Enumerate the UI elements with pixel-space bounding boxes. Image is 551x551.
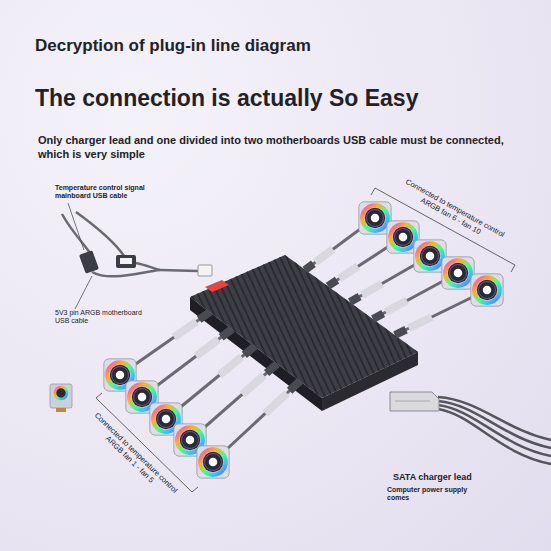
hub-top [190, 255, 418, 398]
plug [267, 364, 277, 373]
power-wire [438, 401, 551, 448]
sata-connector [390, 392, 439, 411]
bracket-tick [371, 188, 375, 195]
plug [316, 249, 334, 262]
plug [219, 357, 241, 375]
plug [199, 312, 210, 320]
cable [92, 270, 160, 276]
plug [196, 339, 219, 356]
cooler-icon [50, 384, 72, 412]
cooler-fan [55, 387, 67, 399]
plug [386, 301, 407, 313]
power-wire [438, 405, 551, 456]
argb-plug-face [120, 258, 132, 264]
cable [160, 270, 198, 271]
brackets [96, 188, 515, 492]
sata-connector-detail [395, 401, 430, 402]
sata-lead [438, 397, 551, 464]
plug [221, 329, 232, 337]
plug [339, 266, 358, 278]
bracket-tick [96, 393, 102, 398]
plug [409, 317, 432, 328]
leader-line [75, 276, 92, 309]
rgb-fan [359, 202, 391, 234]
cable-label: Temperature control signal mainboard USB… [55, 184, 160, 201]
cooler-body [50, 384, 72, 408]
power-wire [438, 409, 551, 464]
power-label: SATA charger lead [393, 472, 472, 483]
fan-header-plug [79, 250, 99, 274]
hub [190, 255, 418, 411]
rgb-fan [414, 240, 446, 272]
intro-note: Only charger lead and one divided into t… [38, 133, 518, 161]
rgb-fan [442, 257, 474, 289]
cable [136, 263, 160, 270]
cable-label: 5V3 pin ARGB motherboard USB cable [55, 309, 150, 326]
rgb-fan [197, 446, 229, 478]
plug [305, 264, 313, 270]
plug [350, 297, 360, 303]
plug [362, 284, 382, 296]
fan-cables [305, 218, 487, 335]
power-note: Computer power supply comes [387, 486, 479, 503]
page-title: Decryption of plug-in line diagram [35, 36, 311, 56]
bracket-tick [511, 265, 515, 272]
plug [373, 314, 383, 320]
usb-plug [198, 265, 212, 276]
plug [290, 381, 300, 391]
plug [244, 346, 255, 355]
plug [265, 393, 287, 413]
fan-cables [120, 312, 300, 462]
headline: The connection is actually So Easy [35, 85, 418, 113]
fans [104, 202, 503, 478]
hub-accent [205, 280, 229, 292]
cable [76, 212, 124, 256]
bracket-tick [192, 487, 198, 492]
rgb-fan [471, 274, 503, 306]
plug [242, 375, 264, 394]
plug [395, 330, 406, 335]
plug [174, 322, 197, 338]
cooler-base [56, 408, 66, 412]
plug [328, 280, 337, 286]
argb-plug [116, 255, 136, 268]
hub-texture [190, 255, 418, 398]
leader-line [68, 203, 84, 250]
